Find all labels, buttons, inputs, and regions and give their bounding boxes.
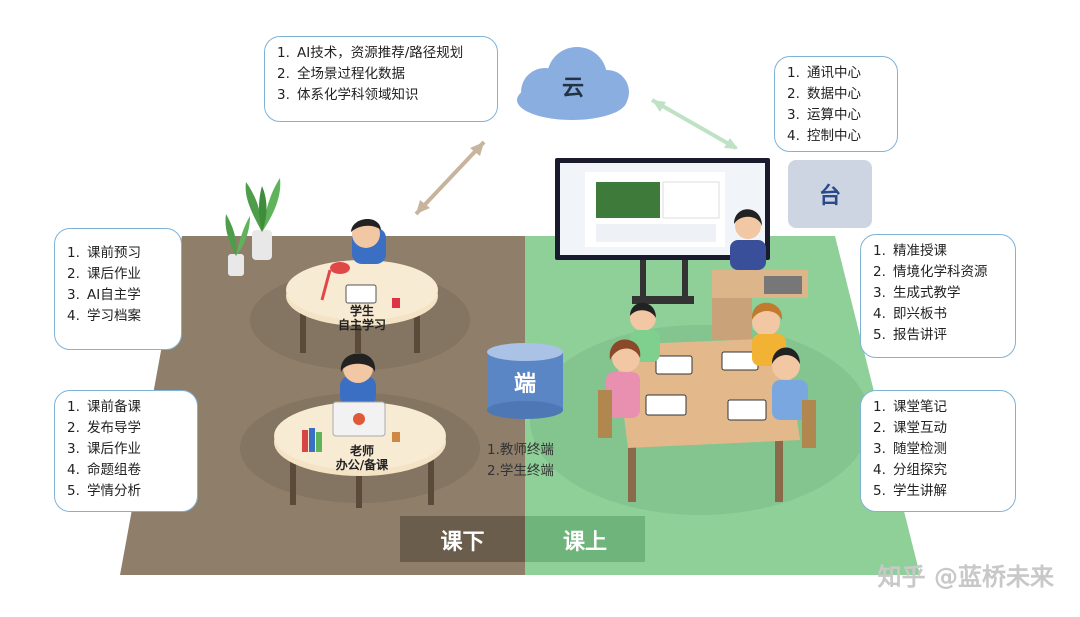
plant-icon bbox=[225, 178, 281, 276]
list-item: 2.全场景过程化数据 bbox=[277, 66, 405, 82]
terminal-label: 端 bbox=[513, 372, 536, 397]
list-item: 5.报告讲评 bbox=[873, 327, 947, 343]
cloud-feature-box: 1.AI技术，资源推荐/路径规划 2.全场景过程化数据 3.体系化学科领域知识 bbox=[264, 36, 498, 122]
online-zone-label: 课上 bbox=[562, 530, 607, 555]
platform-label: 台 bbox=[818, 184, 841, 209]
list-item: 2.课后作业 bbox=[67, 266, 141, 282]
list-item: 1.精准授课 bbox=[873, 243, 947, 259]
teacher-table bbox=[274, 353, 446, 508]
arrow-cloud-to-offline bbox=[414, 140, 486, 216]
list-item: 4.控制中心 bbox=[787, 128, 861, 144]
cloud-icon bbox=[517, 47, 629, 120]
list-item: 4.即兴板书 bbox=[873, 306, 947, 322]
list-item: 3.体系化学科领域知识 bbox=[277, 87, 419, 103]
terminal-cylinder bbox=[487, 343, 563, 419]
list-item: 2.课堂互动 bbox=[873, 420, 947, 436]
arrow-cloud-to-platform bbox=[651, 98, 738, 150]
list-item: 5.学情分析 bbox=[67, 483, 141, 499]
list-item: 3.课后作业 bbox=[67, 441, 141, 457]
list-item: 1.教师终端 bbox=[487, 442, 554, 458]
offline-zone-label: 课下 bbox=[440, 530, 485, 555]
smartboard bbox=[555, 158, 770, 304]
platform-badge bbox=[788, 160, 872, 228]
list-item: 4.学习档案 bbox=[67, 308, 141, 324]
offline-label-bg bbox=[400, 516, 525, 562]
list-item: 1.AI技术，资源推荐/路径规划 bbox=[277, 45, 464, 61]
podium bbox=[712, 270, 808, 340]
list-item: 3.生成式教学 bbox=[873, 285, 961, 301]
student-table-label: 学生 自主学习 bbox=[337, 304, 386, 332]
teacher-table-label: 老师 办公/备课 bbox=[335, 444, 389, 472]
list-item: 2.情境化学科资源 bbox=[873, 264, 988, 280]
cloud-label: 云 bbox=[561, 76, 584, 101]
teacher-figure bbox=[730, 209, 766, 270]
list-item: 5.学生讲解 bbox=[873, 483, 947, 499]
list-item: 1.课堂笔记 bbox=[873, 399, 947, 415]
group-table bbox=[598, 302, 816, 502]
list-item: 3.随堂检测 bbox=[873, 441, 947, 457]
list-item: 3.运算中心 bbox=[787, 107, 861, 123]
teaching-feature-box: 1.精准授课 2.情境化学科资源 3.生成式教学 4.即兴板书 5.报告讲评 bbox=[860, 234, 1016, 358]
terminal-list: 1.教师终端 2.学生终端 bbox=[487, 440, 554, 482]
watermark: 知乎 @蓝桥未来 bbox=[877, 563, 1054, 591]
list-item: 2.学生终端 bbox=[487, 463, 554, 479]
student-table bbox=[286, 218, 438, 360]
teacher-feature-box: 1.课前备课 2.发布导学 3.课后作业 4.命题组卷 5.学情分析 bbox=[54, 390, 198, 512]
list-item: 1.课前预习 bbox=[67, 245, 141, 261]
list-item: 4.命题组卷 bbox=[67, 462, 141, 478]
list-item: 1.通讯中心 bbox=[787, 65, 861, 81]
classroom-feature-box: 1.课堂笔记 2.课堂互动 3.随堂检测 4.分组探究 5.学生讲解 bbox=[860, 390, 1016, 512]
platform-feature-box: 1.通讯中心 2.数据中心 3.运算中心 4.控制中心 bbox=[774, 56, 898, 152]
student-feature-box: 1.课前预习 2.课后作业 3.AI自主学 4.学习档案 bbox=[54, 228, 182, 350]
list-item: 3.AI自主学 bbox=[67, 287, 141, 303]
list-item: 2.数据中心 bbox=[787, 86, 861, 102]
online-label-bg bbox=[525, 516, 645, 562]
list-item: 2.发布导学 bbox=[67, 420, 141, 436]
list-item: 4.分组探究 bbox=[873, 462, 947, 478]
list-item: 1.课前备课 bbox=[67, 399, 141, 415]
